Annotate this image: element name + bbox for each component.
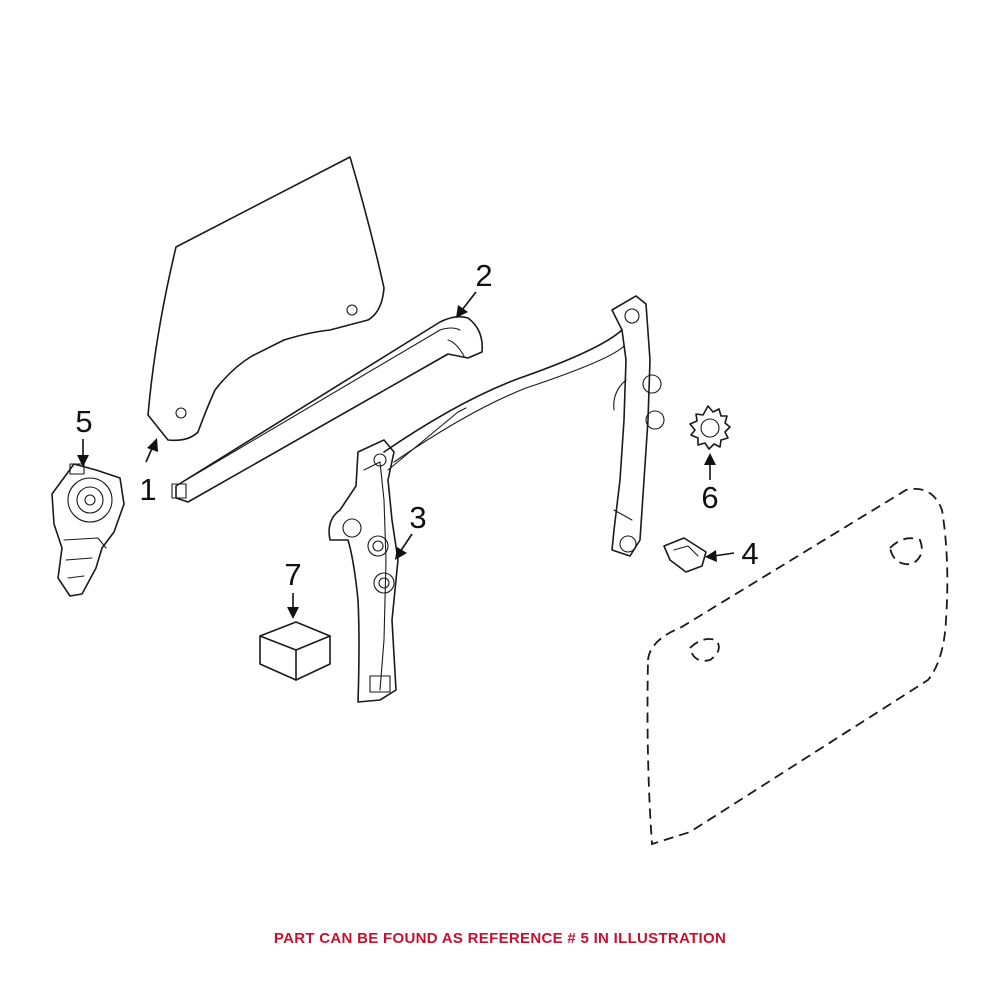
- callout-4: 4: [741, 536, 758, 571]
- guide-channel-part: [171, 315, 484, 503]
- window-regulator-part: [328, 295, 665, 703]
- reference-note: PART CAN BE FOUND AS REFERENCE # 5 IN IL…: [273, 930, 727, 947]
- callout-1: 1: [139, 472, 156, 507]
- door-panel-outline: [646, 488, 949, 846]
- callout-2: 2: [475, 258, 492, 293]
- regulator-motor-part: [51, 463, 125, 597]
- door-glass-part: [147, 156, 385, 442]
- sprocket-part: [689, 405, 731, 450]
- clip-part: [663, 537, 707, 573]
- callout-5: 5: [75, 404, 92, 439]
- repair-kit-part: [259, 621, 331, 681]
- callout-arrows: [77, 291, 735, 619]
- callout-3: 3: [409, 500, 426, 535]
- callout-7: 7: [284, 557, 301, 592]
- callout-6: 6: [701, 480, 718, 515]
